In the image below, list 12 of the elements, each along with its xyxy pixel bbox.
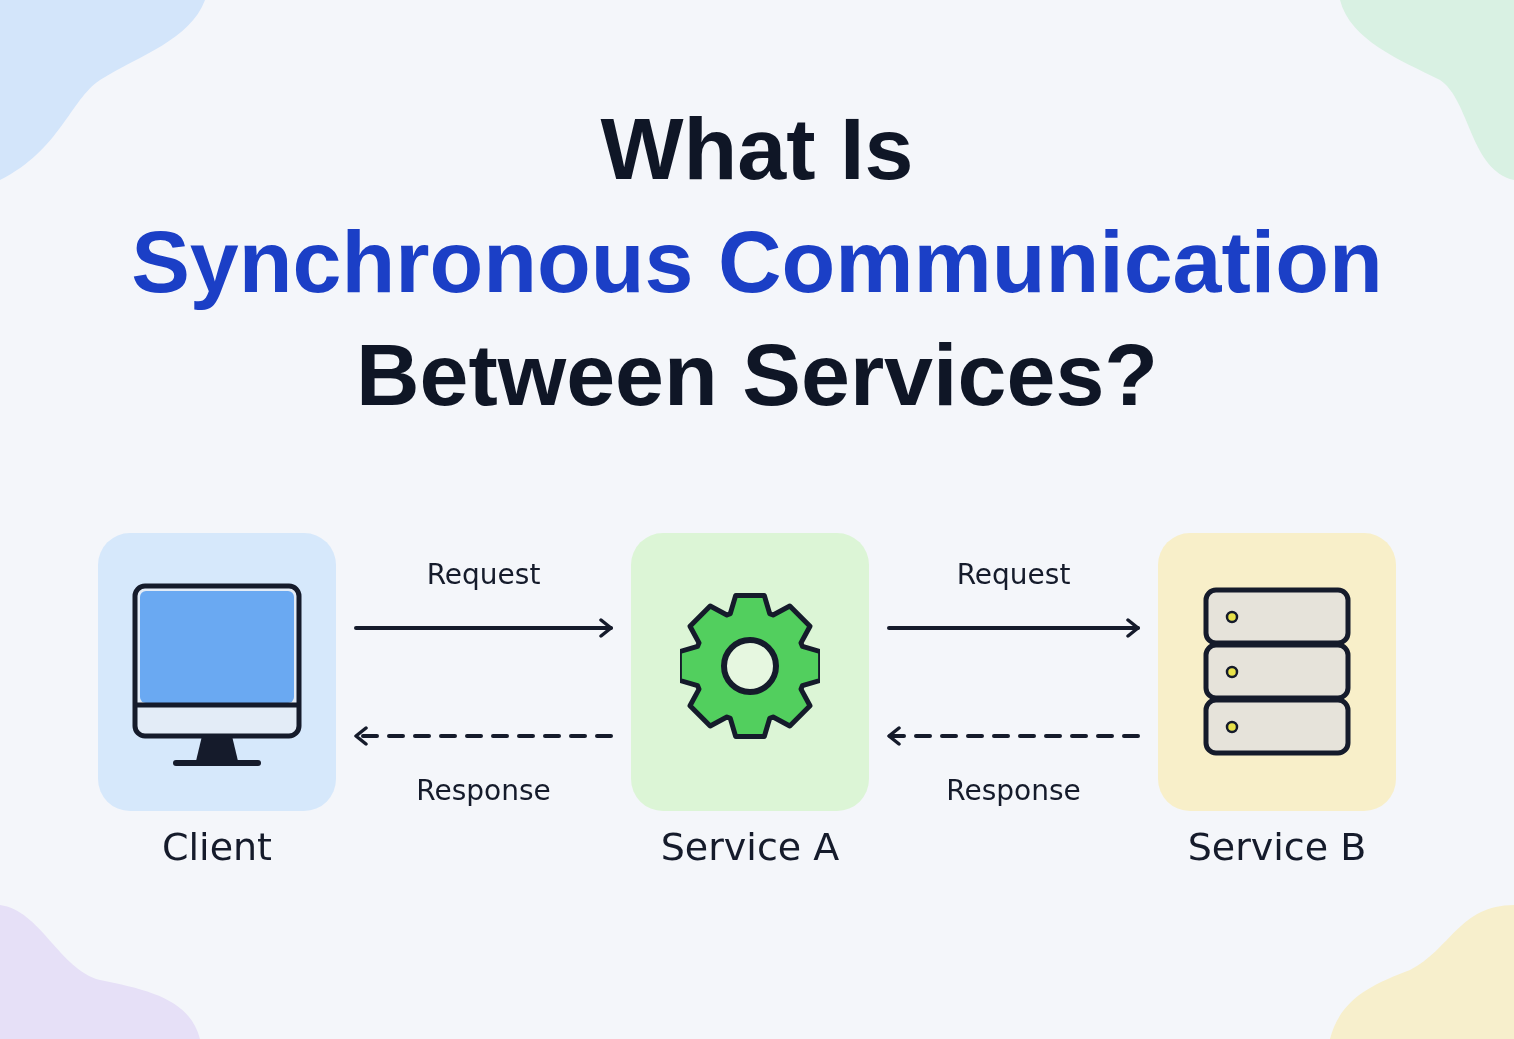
title: What Is Synchronous Communication Between Services? <box>130 98 1384 426</box>
edge-label: Response <box>415 774 552 807</box>
arrow <box>887 618 1140 638</box>
node-label: Service A <box>659 825 841 869</box>
edge-label: Response <box>945 774 1082 807</box>
arrow <box>354 618 613 638</box>
node-label: Client <box>161 825 273 869</box>
edge-label: Request <box>425 558 542 591</box>
arrow <box>887 726 1140 746</box>
arrow <box>354 726 613 746</box>
edge-label: Request <box>955 558 1072 591</box>
node-label: Service B <box>1186 825 1368 869</box>
